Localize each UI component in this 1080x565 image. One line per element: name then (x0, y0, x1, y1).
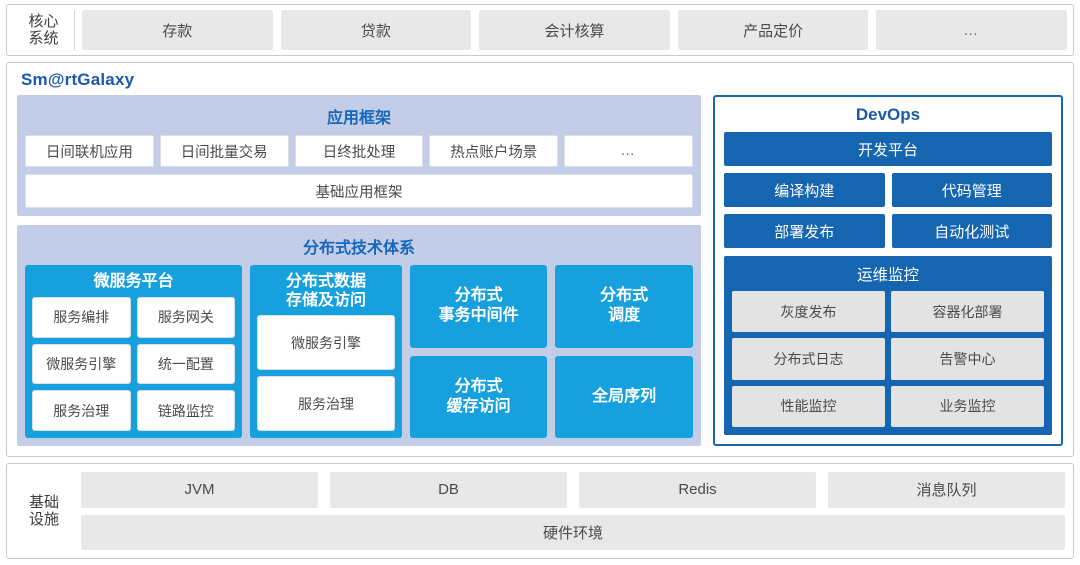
cell-line2: 事务中间件 (438, 307, 519, 325)
distributed-tech-panel: 分布式技术体系 微服务平台 服务编排 服务网关 微服务引擎 统一配置 服务治理 (17, 225, 701, 446)
distributed-transaction-middleware-cell[interactable]: 分布式 事务中间件 (409, 265, 548, 348)
infrastructure-item[interactable]: DB (330, 472, 567, 508)
distributed-cells-column-1: 分布式 事务中间件 分布式 缓存访问 (409, 265, 548, 438)
app-framework-item[interactable]: 日终批处理 (294, 135, 424, 167)
distributed-tech-title: 分布式技术体系 (302, 240, 415, 257)
microservice-chip[interactable]: 链路监控 (136, 390, 236, 431)
application-framework-items: 日间联机应用 日间批量交易 日终批处理 热点账户场景 … (25, 135, 693, 167)
infrastructure-content: JVM DB Redis 消息队列 硬件环境 (81, 472, 1065, 550)
distributed-storage-chips: 微服务引擎 服务治理 (257, 315, 395, 431)
ops-item[interactable]: 业务监控 (891, 385, 1044, 427)
ops-item[interactable]: 灰度发布 (732, 291, 885, 333)
core-systems-items: 存款 贷款 会计核算 产品定价 … (82, 10, 1067, 50)
devops-items-grid: 编译构建 代码管理 部署发布 自动化测试 (724, 173, 1052, 248)
app-framework-item-more[interactable]: … (564, 135, 693, 167)
app-framework-item[interactable]: 日间联机应用 (25, 135, 154, 167)
microservice-chip[interactable]: 服务编排 (32, 297, 131, 338)
application-framework-panel: 应用框架 日间联机应用 日间批量交易 日终批处理 热点账户场景 … 基础应用框架 (17, 95, 701, 216)
microservice-chip[interactable]: 服务治理 (32, 390, 131, 431)
core-system-item-more[interactable]: … (876, 10, 1067, 50)
distributed-storage-title: 分布式数据 存储及访问 (257, 270, 395, 315)
core-system-item[interactable]: 产品定价 (677, 10, 869, 50)
cell-line2: 缓存访问 (446, 397, 511, 415)
microservice-platform-title: 微服务平台 (93, 273, 174, 290)
smartgalaxy-title: Sm@rtGalaxy (21, 70, 135, 89)
infrastructure-item[interactable]: JVM (81, 472, 318, 508)
devops-title: DevOps (855, 105, 921, 124)
app-framework-item[interactable]: 日间批量交易 (159, 135, 289, 167)
smartgalaxy-left-column: 应用框架 日间联机应用 日间批量交易 日终批处理 热点账户场景 … 基础应用框架… (17, 95, 701, 446)
microservice-chip[interactable]: 服务网关 (136, 297, 236, 338)
cell-line1: 分布式 (454, 287, 503, 305)
distributed-cache-access-cell[interactable]: 分布式 缓存访问 (409, 355, 548, 438)
cell-line2: 调度 (608, 307, 641, 325)
devops-panel: DevOps 开发平台 编译构建 代码管理 部署发布 自动化测试 运维监控 灰度… (713, 95, 1063, 446)
distributed-cells-column-2: 分布式 调度 全局序列 (555, 265, 693, 438)
infrastructure-item[interactable]: 消息队列 (828, 472, 1065, 508)
cell-line1: 全局序列 (592, 387, 657, 405)
microservice-platform-chips: 服务编排 服务网关 微服务引擎 统一配置 服务治理 链路监控 (32, 297, 236, 431)
core-systems-label-line1: 核心 (28, 12, 59, 30)
devops-item[interactable]: 部署发布 (724, 214, 885, 248)
distributed-tech-columns: 微服务平台 服务编排 服务网关 微服务引擎 统一配置 服务治理 链路监控 (25, 265, 693, 438)
infrastructure-panel: 基础 设施 JVM DB Redis 消息队列 硬件环境 (6, 463, 1074, 559)
infrastructure-item[interactable]: Redis (579, 472, 816, 508)
microservice-chip[interactable]: 微服务引擎 (32, 343, 131, 385)
distributed-storage-chip[interactable]: 微服务引擎 (257, 315, 395, 371)
devops-item[interactable]: 编译构建 (724, 173, 885, 207)
infrastructure-label-line1: 基础 (28, 493, 59, 511)
ops-item[interactable]: 分布式日志 (732, 338, 885, 380)
devops-item[interactable]: 自动化测试 (891, 214, 1052, 248)
devops-platform-item[interactable]: 开发平台 (724, 132, 1052, 166)
ops-item[interactable]: 容器化部署 (891, 291, 1044, 333)
cell-line1: 分布式 (600, 287, 649, 305)
core-systems-panel: 核心 系统 存款 贷款 会计核算 产品定价 … (6, 4, 1074, 56)
infrastructure-label: 基础 设施 (15, 472, 73, 550)
distributed-storage-box: 分布式数据 存储及访问 微服务引擎 服务治理 (250, 265, 402, 438)
global-sequence-cell[interactable]: 全局序列 (555, 355, 693, 438)
infrastructure-label-line2: 设施 (28, 511, 59, 528)
core-systems-label-line2: 系统 (28, 30, 59, 47)
devops-item[interactable]: 代码管理 (891, 173, 1052, 207)
operations-monitoring-panel: 运维监控 灰度发布 容器化部署 分布式日志 告警中心 性能监控 业务监控 (724, 256, 1052, 435)
app-framework-base[interactable]: 基础应用框架 (25, 174, 693, 208)
ops-item[interactable]: 告警中心 (891, 338, 1044, 380)
distributed-storage-title-line2: 存储及访问 (285, 292, 366, 310)
distributed-storage-title-line1: 分布式数据 (285, 273, 366, 290)
microservice-platform-box: 微服务平台 服务编排 服务网关 微服务引擎 统一配置 服务治理 链路监控 (25, 265, 243, 438)
devops-column: DevOps 开发平台 编译构建 代码管理 部署发布 自动化测试 运维监控 灰度… (713, 95, 1063, 446)
smartgalaxy-panel: Sm@rtGalaxy 应用框架 日间联机应用 日间批量交易 日终批处理 热点账… (6, 62, 1074, 457)
ops-item[interactable]: 性能监控 (732, 385, 885, 427)
distributed-scheduling-cell[interactable]: 分布式 调度 (555, 265, 693, 348)
smartgalaxy-body: 应用框架 日间联机应用 日间批量交易 日终批处理 热点账户场景 … 基础应用框架… (17, 95, 1063, 446)
application-framework-title: 应用框架 (326, 110, 391, 127)
app-framework-item[interactable]: 热点账户场景 (429, 135, 559, 167)
distributed-storage-chip[interactable]: 服务治理 (257, 376, 395, 431)
microservice-chip[interactable]: 统一配置 (136, 343, 236, 385)
operations-monitoring-title: 运维监控 (856, 267, 919, 284)
operations-monitoring-items: 灰度发布 容器化部署 分布式日志 告警中心 性能监控 业务监控 (732, 291, 1044, 427)
hardware-environment-item[interactable]: 硬件环境 (81, 514, 1065, 550)
core-system-item[interactable]: 贷款 (280, 10, 472, 50)
core-system-item[interactable]: 会计核算 (479, 10, 670, 50)
core-systems-label: 核心 系统 (13, 10, 75, 50)
infrastructure-items: JVM DB Redis 消息队列 (81, 472, 1065, 508)
cell-line1: 分布式 (454, 377, 503, 395)
core-system-item[interactable]: 存款 (82, 10, 273, 50)
